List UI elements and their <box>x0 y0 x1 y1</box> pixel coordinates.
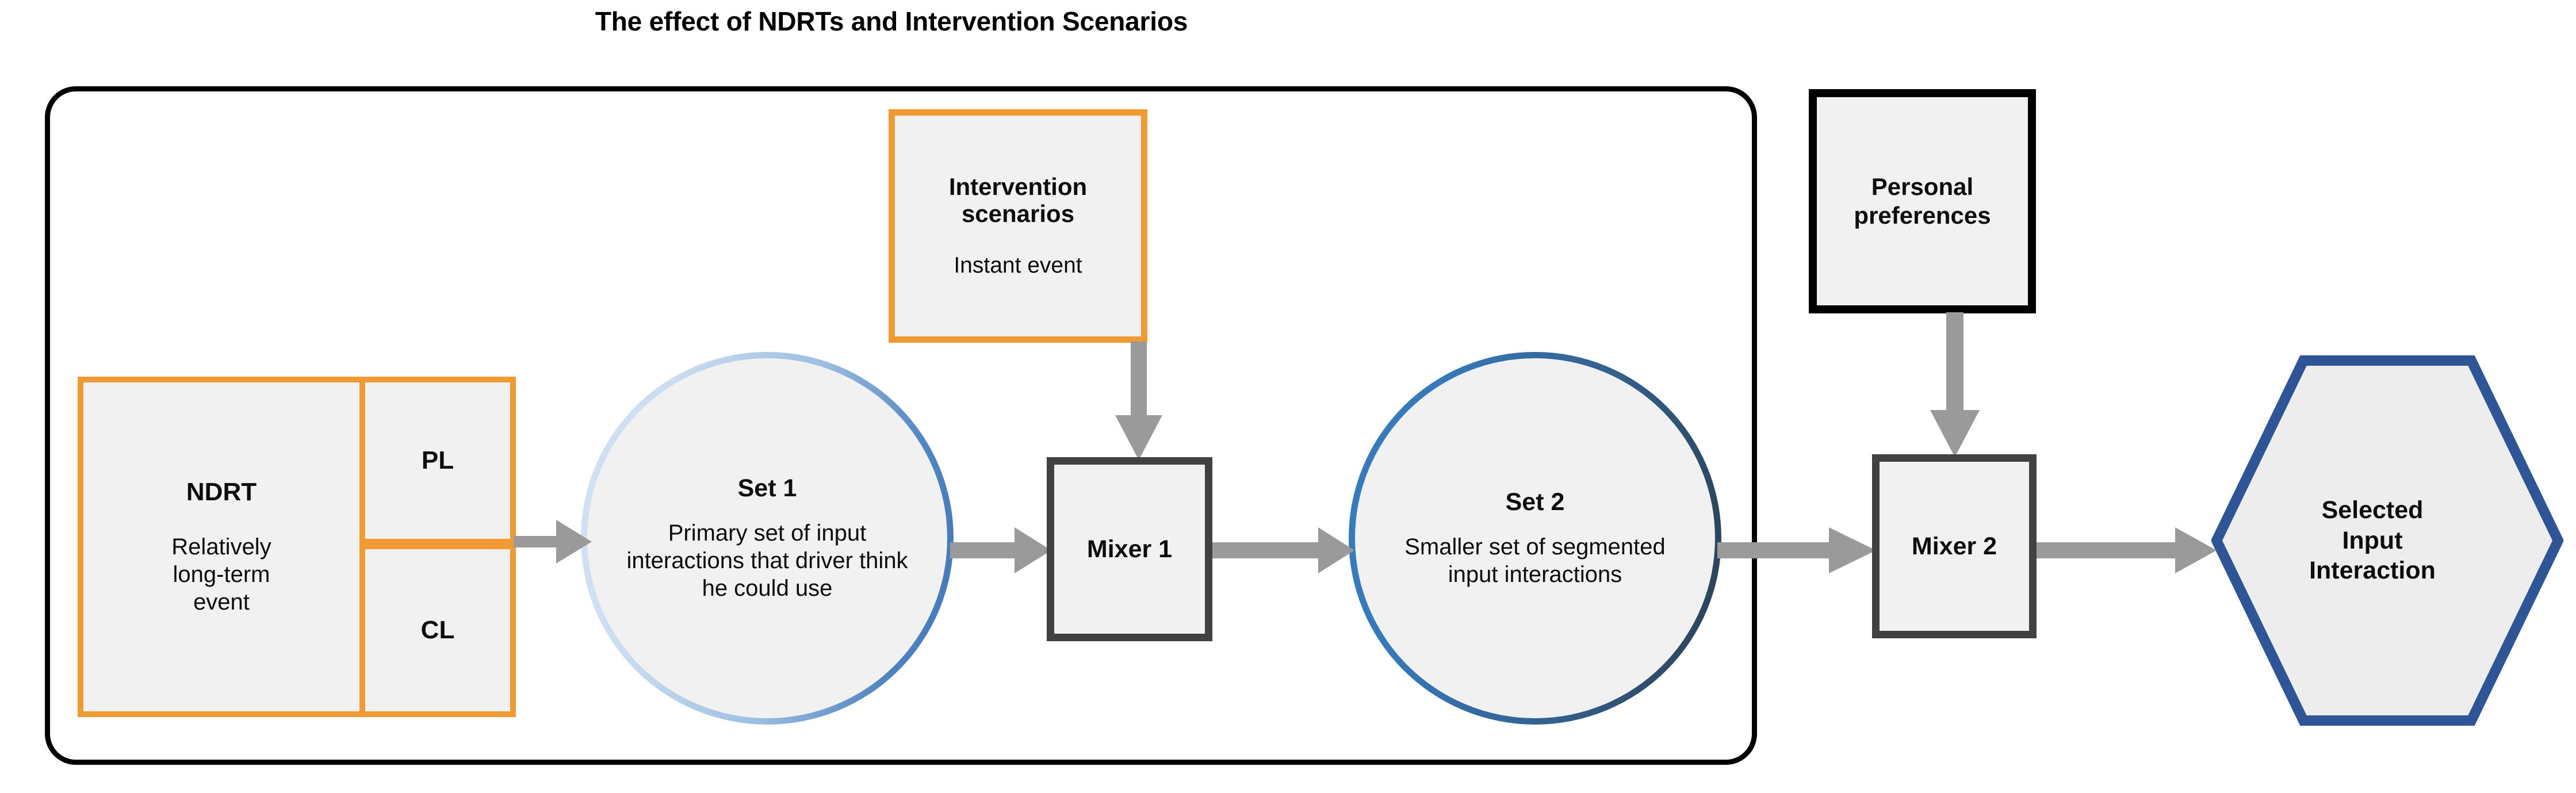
set1-title: Set 1 <box>737 474 797 502</box>
intervention-scenarios-body: Instant event <box>954 252 1082 278</box>
diagram-title: The effect of NDRTs and Intervention Sce… <box>595 6 1188 36</box>
ndrt-node[interactable]: NDRT Relatively long-term event PL CL <box>78 377 516 717</box>
connector-personal-preferences-to-mixer2 <box>1928 312 1982 461</box>
ndrt-main-cell: NDRT Relatively long-term event <box>83 382 359 711</box>
ndrt-cl-label: CL <box>420 616 455 644</box>
mixer1-label: Mixer 1 <box>1086 535 1173 563</box>
ndrt-cl-cell[interactable]: CL <box>365 549 510 711</box>
set1-body: Primary set of input interactions that d… <box>626 520 908 602</box>
set2-body: Smaller set of segmented input interacti… <box>1404 534 1666 588</box>
hexagon-shape <box>2211 355 2563 726</box>
personal-preferences-label: Personal preferences <box>1854 173 1991 229</box>
intervention-scenarios-node[interactable]: Intervention scenarios Instant event <box>889 109 1147 343</box>
selected-input-interaction-node[interactable]: Selected Input Interaction <box>2211 355 2563 726</box>
connector-set1-to-mixer1 <box>950 526 1054 574</box>
ndrt-body: Relatively long-term event <box>171 534 271 615</box>
set2-title: Set 2 <box>1505 488 1565 516</box>
connector-ndrt-to-set1 <box>514 518 594 566</box>
connector-mixer1-to-set2 <box>1210 526 1357 574</box>
personal-preferences-node[interactable]: Personal preferences <box>1809 89 2036 313</box>
ndrt-pl-label: PL <box>421 446 454 474</box>
mixer2-label: Mixer 2 <box>1911 532 1997 560</box>
connector-set2-to-mixer2 <box>1717 526 1878 574</box>
ndrt-pl-cell[interactable]: PL <box>365 382 510 539</box>
set2-node[interactable]: Set 2 Smaller set of segmented input int… <box>1355 358 1715 718</box>
connector-intervention-to-mixer1 <box>1113 342 1165 463</box>
mixer1-node[interactable]: Mixer 1 <box>1047 457 1212 641</box>
ndrt-title: NDRT <box>186 478 257 507</box>
set1-node[interactable]: Set 1 Primary set of input interactions … <box>587 358 947 718</box>
mixer2-node[interactable]: Mixer 2 <box>1872 454 2037 638</box>
connector-mixer2-to-selected-output <box>2034 526 2221 574</box>
intervention-scenarios-title: Intervention scenarios <box>948 173 1088 227</box>
scope-container <box>45 86 1757 765</box>
